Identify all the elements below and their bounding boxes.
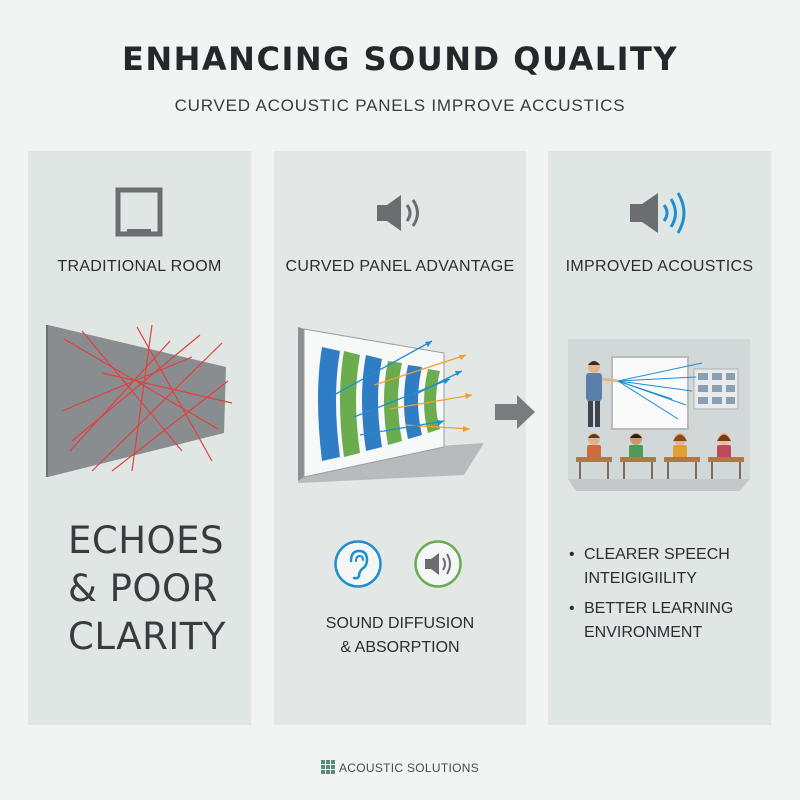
speaker-icon [375, 191, 423, 235]
panel-heading: CURVED PANEL ADVANTAGE [285, 258, 515, 275]
panel-caption: SOUND DIFFUSION & ABSORPTION [325, 615, 475, 656]
benefit-text: CLEARER SPEECH INTEIGIGIILITY [584, 546, 730, 587]
benefit-item: • BETTER LEARNING ENVIRONMENT [566, 597, 766, 645]
bullet-icon: • [569, 600, 575, 617]
room-frame-icon [114, 187, 164, 237]
panel-caption: ECHOES & POOR CLARITY [68, 519, 226, 658]
panel-heading: IMPROVED ACOUSTICS [565, 258, 754, 275]
panel-traditional-room: TRADITIONAL ROOM ECHOES & POOR CLARITY [28, 151, 251, 725]
grid-logo-icon [320, 760, 335, 774]
speaker-loud-icon [628, 189, 690, 237]
page-title: ENHANCING SOUND QUALITY [121, 40, 679, 78]
curved-panels-illustration [294, 325, 484, 485]
page-subtitle: CURVED ACOUSTIC PANELS IMPROVE ACCUSTICS [174, 96, 626, 115]
benefit-text: BETTER LEARNING ENVIRONMENT [584, 600, 734, 641]
speaker-circle-icon [413, 539, 463, 589]
panel-improved-acoustics: IMPROVED ACOUSTICS [548, 151, 771, 725]
wall-echo-illustration [42, 321, 242, 481]
footer-brand: ACOUSTIC SOLUTIONS [0, 760, 800, 775]
footer-brand-text: ACOUSTIC SOLUTIONS [338, 761, 480, 775]
benefit-list: • CLEARER SPEECH INTEIGIGIILITY • BETTER… [566, 543, 766, 651]
bullet-icon: • [569, 546, 575, 563]
classroom-illustration [568, 339, 750, 491]
benefit-item: • CLEARER SPEECH INTEIGIGIILITY [566, 543, 766, 591]
ear-icon [333, 539, 383, 589]
arrow-right-icon [493, 392, 543, 432]
panel-heading: TRADITIONAL ROOM [57, 258, 222, 275]
panel-curved-panel-advantage: CURVED PANEL ADVANTAGE [274, 151, 526, 725]
